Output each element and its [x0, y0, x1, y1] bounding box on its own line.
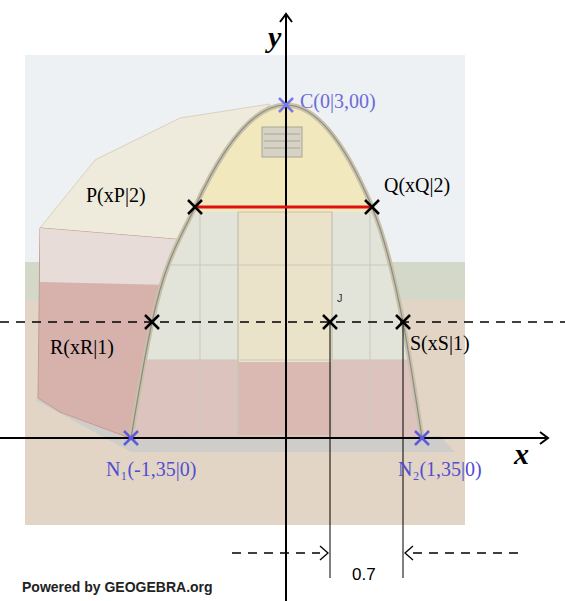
panel-seam [200, 212, 201, 440]
cross-stroke [188, 200, 202, 214]
point-label: C(0|3,00) [300, 90, 376, 112]
dimension-dash-right [413, 552, 525, 553]
y-axis [285, 14, 287, 601]
point-cross [365, 200, 379, 214]
cross-stroke [279, 98, 293, 112]
dimension-arrow [405, 546, 413, 560]
cross-stroke [124, 431, 138, 445]
cross-stroke [396, 315, 410, 329]
point-label: Q(xQ|2) [384, 174, 450, 196]
hut-front [120, 100, 440, 440]
cross-stroke [396, 315, 410, 329]
axis-label: x [514, 437, 529, 470]
front-lower [120, 360, 440, 440]
dimension-arrow [320, 546, 328, 560]
axis-label: y [268, 20, 281, 53]
cross-stroke [365, 200, 379, 214]
point-markers [124, 98, 429, 445]
x-axis [0, 437, 548, 439]
vent-slat [264, 134, 300, 135]
point-cross [323, 315, 337, 329]
dimension-dash-left [232, 552, 320, 553]
panel-seam [370, 212, 371, 440]
dashed-line-y1 [0, 321, 565, 322]
point-cross [145, 315, 159, 329]
cross-stroke [145, 315, 159, 329]
dimension-guide [403, 322, 404, 578]
arch-outline [131, 105, 422, 438]
watermark: Powered by GEOGEBRA.org [22, 580, 213, 595]
cross-stroke [365, 200, 379, 214]
point-cross [124, 431, 138, 445]
vent-slat [264, 148, 300, 149]
point-label: R(xR|1) [50, 336, 114, 358]
point-cross [188, 200, 202, 214]
cross-stroke [323, 315, 337, 329]
hut-illustration [25, 55, 465, 525]
cross-stroke [323, 315, 337, 329]
cross-stroke [145, 315, 159, 329]
point-label: N₁(-1,35|0) [106, 458, 196, 480]
segment-pq [195, 206, 372, 209]
cross-stroke [415, 431, 429, 445]
point-label: P(xP|2) [86, 184, 146, 206]
panel-seam [120, 360, 440, 361]
cross-stroke [124, 431, 138, 445]
coordinate-overlay [0, 14, 565, 601]
point-cross [415, 431, 429, 445]
front-panels [120, 100, 440, 440]
panel-seam [238, 212, 239, 440]
point-cross [396, 315, 410, 329]
x-axis-arrow [540, 432, 548, 444]
dimension-value: 0.7 [352, 566, 376, 585]
point-cross [279, 98, 293, 112]
point-label: J [337, 292, 343, 304]
cross-stroke [188, 200, 202, 214]
cross-stroke [279, 98, 293, 112]
vent-slat [264, 141, 300, 142]
y-axis-arrow [280, 14, 292, 22]
point-label: N₂(1,35|0) [398, 458, 482, 480]
point-label: S(xS|1) [410, 332, 470, 354]
parabola [131, 105, 422, 438]
dimension-guide [330, 322, 331, 578]
cross-stroke [415, 431, 429, 445]
vent [262, 127, 302, 157]
